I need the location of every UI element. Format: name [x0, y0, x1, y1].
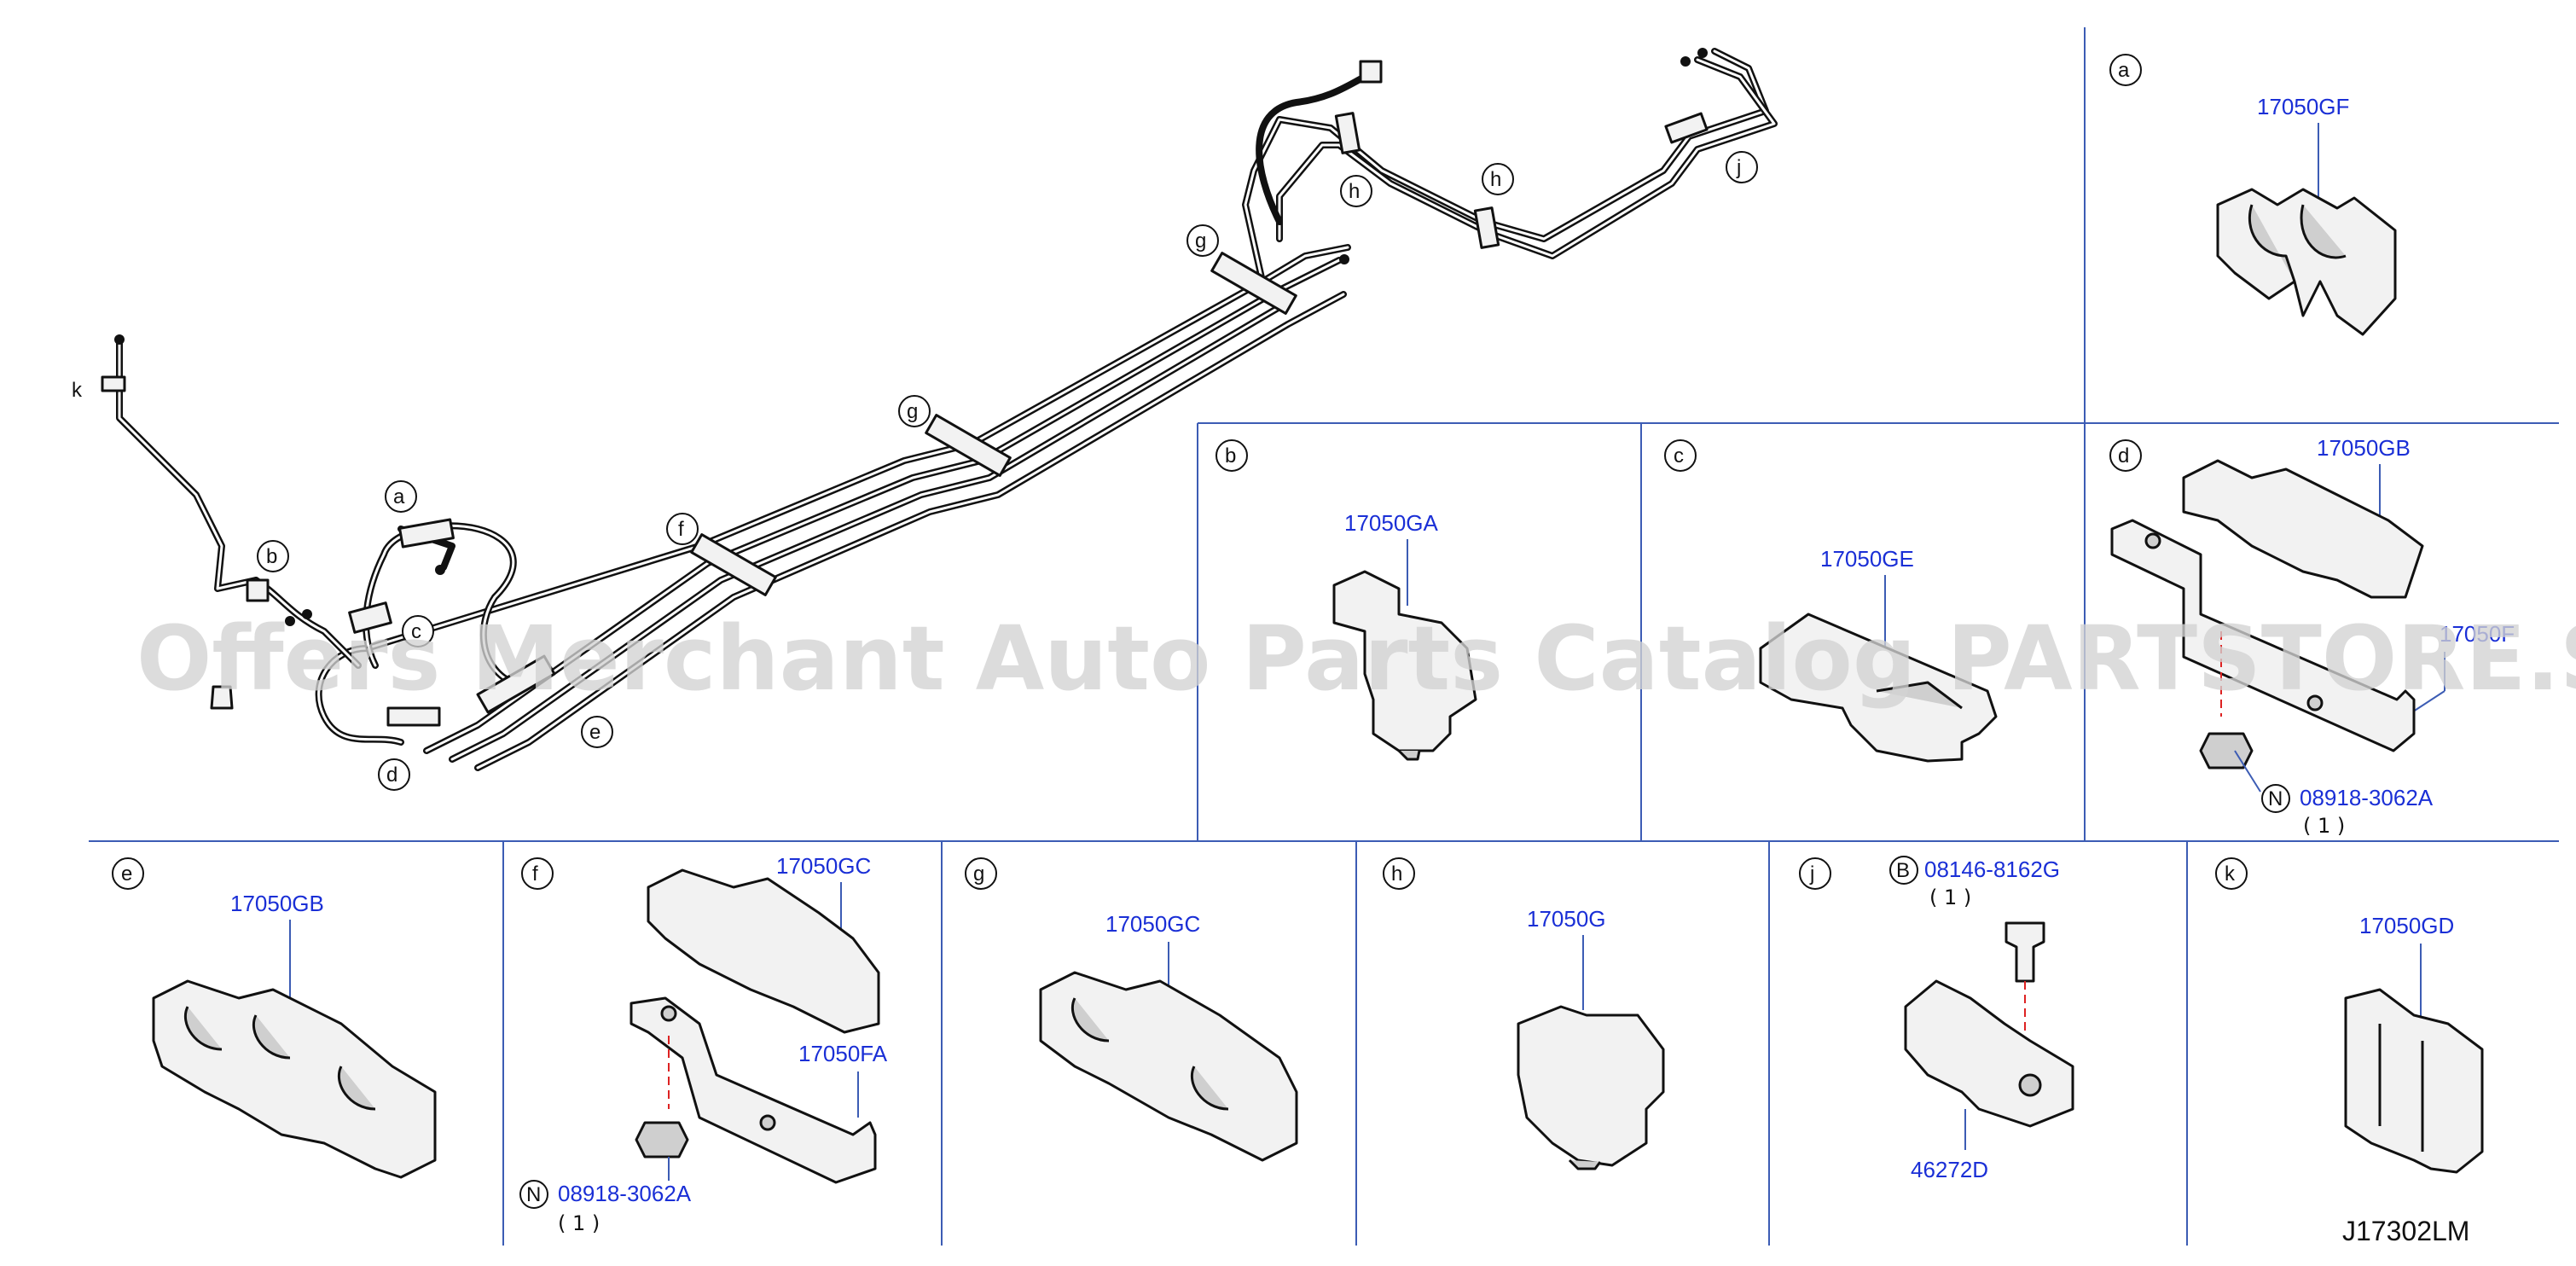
clip-17050GE — [1759, 613, 1998, 763]
nut-08918-3062A-d — [2199, 732, 2254, 769]
clip-17050GB-e — [152, 979, 437, 1179]
part-number-17050G: 17050G — [1527, 906, 1606, 932]
part-number-17050GD: 17050GD — [2359, 913, 2454, 938]
callout-g-upper: g — [1195, 229, 1206, 253]
panel-j: j B 08146-8162G ( 1 ) 46272D — [1799, 856, 2074, 1182]
panel-c-letter: c — [1674, 444, 1684, 467]
panel-a-letter: a — [2118, 59, 2130, 82]
part-number-17050GE: 17050GE — [1820, 546, 1914, 572]
nut-prefix-d: N — [2268, 787, 2283, 810]
part-number-17050F: 17050F — [2440, 621, 2515, 647]
panel-k: k 17050GD — [2215, 857, 2484, 1174]
part-number-17050GC-g: 17050GC — [1105, 911, 1200, 937]
callout-d: d — [386, 764, 397, 787]
clip-17050GC-f — [647, 868, 880, 1034]
part-number-17050FA: 17050FA — [798, 1041, 888, 1066]
part-number-08918-3062A-f: 08918-3062A — [558, 1181, 692, 1206]
qty-08918-3062A-f: ( 1 ) — [558, 1211, 600, 1235]
panel-b: b 17050GA — [1215, 439, 1477, 761]
clip-17050GC-g — [1039, 971, 1298, 1162]
callout-a: a — [393, 485, 405, 508]
panel-e-letter: e — [121, 862, 132, 886]
panel-g-letter: g — [973, 862, 984, 886]
panel-b-letter: b — [1225, 444, 1236, 467]
qty-08146-8162G: ( 1 ) — [1929, 886, 1971, 909]
callout-c: c — [411, 620, 421, 643]
callout-j: j — [1736, 156, 1741, 179]
panel-frames — [89, 27, 2559, 1246]
panel-j-letter: j — [1809, 862, 1814, 886]
panel-e: e 17050GB — [112, 857, 437, 1179]
callout-g-lower: g — [907, 400, 918, 423]
panel-d: d 17050GB 17050F N 08918-3062A ( 1 ) — [2109, 435, 2515, 838]
tube-routing-overview: k b a c d e f g g h h j — [72, 48, 1778, 791]
callout-h-left: h — [1349, 180, 1360, 203]
qty-08918-3062A-d: ( 1 ) — [2303, 814, 2345, 838]
part-number-46272D: 46272D — [1911, 1157, 1988, 1182]
panel-c: c 17050GE — [1664, 439, 1998, 763]
clip-17050GB-d — [2182, 459, 2424, 599]
panel-f: f 17050GC 17050FA N 08918-3062A ( 1 ) — [519, 853, 888, 1235]
panel-g: g 17050GC — [965, 857, 1298, 1162]
panel-h: h 17050G — [1383, 857, 1665, 1170]
overview-callouts: k b a c d e f g g h h j — [72, 151, 1758, 791]
callout-h-right: h — [1490, 168, 1501, 191]
callout-e: e — [589, 721, 600, 744]
panel-k-letter: k — [2225, 862, 2236, 886]
panel-d-letter: d — [2118, 444, 2129, 467]
callout-b: b — [266, 545, 277, 568]
bracket-17050F — [2110, 519, 2416, 752]
clip-17050G — [1517, 1005, 1665, 1167]
part-number-17050GF: 17050GF — [2257, 94, 2349, 119]
part-number-17050GA: 17050GA — [1344, 510, 1439, 536]
part-number-17050GC-f: 17050GC — [776, 853, 871, 879]
callout-k: k — [72, 379, 83, 402]
part-number-08918-3062A-d: 08918-3062A — [2300, 785, 2434, 810]
bracket-17050FA — [629, 996, 877, 1184]
bolt-08146-8162G — [2005, 921, 2045, 983]
clamp-46272D — [1904, 979, 2074, 1128]
diagram-code: J17302LM — [2342, 1216, 2469, 1246]
panel-h-letter: h — [1391, 862, 1402, 886]
clip-17050GD — [2344, 988, 2484, 1174]
part-number-08146-8162G: 08146-8162G — [1924, 857, 2060, 882]
watermark: Offers Merchant Auto Parts Catalog PARTS… — [136, 607, 2576, 711]
part-number-17050GB-d: 17050GB — [2317, 435, 2411, 461]
callout-f: f — [678, 518, 684, 541]
panel-f-letter: f — [532, 862, 538, 886]
part-number-17050GB-e: 17050GB — [230, 891, 324, 916]
nut-prefix-f: N — [526, 1183, 541, 1206]
nut-08918-3062A-f — [635, 1121, 689, 1159]
clip-17050GA — [1332, 570, 1477, 752]
panel-a: a 17050GF — [2109, 54, 2397, 336]
bolt-prefix-j: B — [1896, 859, 1910, 882]
